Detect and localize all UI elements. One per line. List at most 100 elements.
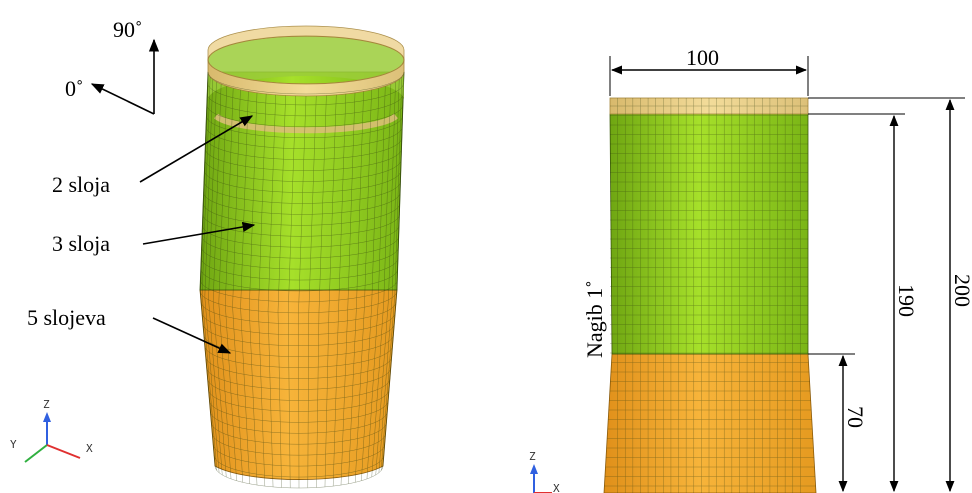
dimension-190-label: 190 (894, 284, 919, 317)
ply-orientation-indicator: 90˚ 0˚ (65, 17, 160, 115)
axis-y-label: Y (10, 438, 17, 451)
mesh-line (201, 76, 211, 295)
mesh-line (382, 292, 397, 469)
cylinder-inner-ring (213, 113, 399, 134)
mesh-line (277, 311, 282, 488)
layer-callouts: 2 sloja 3 sloja 5 slojeva (27, 115, 256, 354)
angle-0-label: 0˚ (65, 76, 83, 101)
mesh-line (225, 88, 234, 305)
callout-5-layers: 5 slojeva (27, 305, 106, 330)
mesh-line (204, 79, 214, 297)
mesh-line (388, 81, 396, 299)
side-view-mesh (604, 98, 816, 493)
mesh-line (307, 311, 310, 488)
arrow-0-deg (90, 83, 155, 115)
axis-z-label-right: Z (529, 450, 536, 463)
mesh-line (371, 300, 385, 478)
mesh-line (199, 71, 209, 291)
side-orange-section (603, 353, 817, 493)
callout-2-layers-arrow (139, 115, 254, 183)
mesh-line (277, 95, 286, 312)
mesh-line (396, 71, 405, 291)
mesh-line (324, 310, 330, 487)
mesh-line (338, 93, 347, 311)
mesh-line (208, 298, 223, 475)
dimension-width: 100 (609, 45, 809, 96)
mesh-line (378, 296, 393, 473)
mesh-line (258, 93, 267, 311)
mesh-line (267, 94, 276, 311)
dimension-width-label: 100 (686, 45, 719, 70)
mesh-line (383, 83, 392, 302)
mesh-line (249, 92, 258, 310)
mesh-line (371, 88, 380, 305)
mesh-line (366, 302, 379, 479)
mesh-line (382, 289, 398, 467)
mesh-line (340, 309, 348, 486)
mesh-line (201, 294, 218, 471)
mesh-line (225, 304, 237, 481)
callout-3-layers-arrow (142, 221, 256, 245)
dimension-70-label: 70 (843, 406, 868, 428)
angle-90-label: 90˚ (113, 17, 142, 42)
mesh-line (308, 95, 317, 312)
mesh-line (212, 300, 227, 478)
mesh-line (316, 311, 320, 488)
mesh-line (249, 309, 258, 486)
mesh-line (298, 311, 300, 489)
slope-label: Nagib 1˚ (582, 280, 607, 358)
mesh-line (212, 83, 222, 302)
mesh-line (361, 304, 372, 481)
mesh-line (356, 91, 364, 308)
axis-x-line (46, 444, 81, 459)
cylinder-inner-wall (208, 36, 404, 100)
mesh-line (328, 94, 337, 311)
mesh-line (391, 79, 400, 297)
mesh-line (380, 294, 396, 471)
mesh-line (364, 89, 372, 307)
mesh-line (208, 81, 217, 299)
mesh-ring (207, 71, 405, 95)
axis-y-line (24, 444, 48, 463)
mesh-line (199, 289, 216, 467)
mesh-line (332, 310, 339, 487)
mesh-line (318, 95, 327, 312)
mesh-line (396, 74, 404, 293)
axis-x-label-right: X (553, 482, 560, 493)
mesh-line (218, 86, 227, 303)
mesh-line (204, 296, 220, 473)
cylinder-3d-view (199, 25, 405, 489)
mesh-line (287, 311, 291, 488)
axis-triad-right: Z X (529, 450, 560, 493)
dimension-orange-height: 70 (838, 354, 868, 493)
mesh-line (240, 307, 250, 484)
callout-3-layers: 3 sloja (52, 231, 110, 256)
cylinder-side-view (603, 97, 817, 493)
dimension-total-height: 200 (945, 98, 972, 493)
callout-5-layers-arrow (152, 317, 232, 354)
mesh-line (287, 95, 296, 312)
callout-2-layers: 2 sloja (52, 172, 110, 197)
mesh-line (394, 76, 403, 295)
mesh-line (377, 86, 386, 303)
mesh-line (218, 302, 232, 479)
cylinder-3d-mesh (199, 71, 405, 489)
mesh-line (258, 310, 266, 487)
cylinder-top-band-back (207, 25, 405, 61)
dimension-200-label: 200 (950, 274, 972, 307)
mesh-line (375, 298, 389, 475)
axis-triad-left: Z Y X (10, 398, 93, 463)
mesh-line (200, 292, 216, 469)
axis-z-label: Z (43, 398, 50, 411)
dimension-green-height: 190 (889, 114, 919, 493)
axis-x-label: X (86, 442, 93, 455)
mesh-line (298, 95, 307, 313)
mesh-line (348, 307, 357, 484)
mesh-line (354, 306, 365, 483)
mesh-line (240, 91, 249, 308)
mesh-line (200, 74, 209, 293)
mesh-line (232, 89, 241, 307)
mesh-line (267, 310, 274, 487)
